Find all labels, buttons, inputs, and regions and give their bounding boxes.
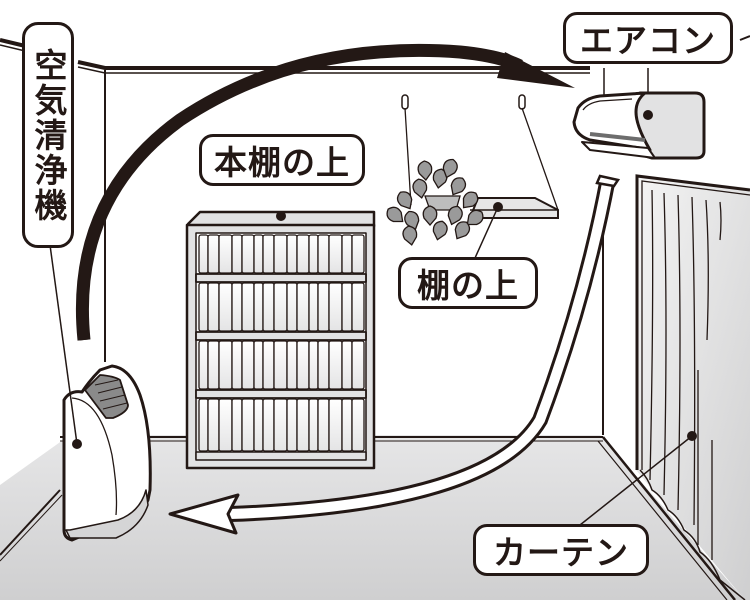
book-spine xyxy=(328,398,343,452)
book-spine xyxy=(328,234,343,274)
label-air-conditioner: エアコン xyxy=(563,12,733,64)
hanging-shelf xyxy=(401,94,559,259)
book-spine xyxy=(351,398,365,452)
plant-leaf xyxy=(442,158,458,179)
bookshelf-top-marker xyxy=(276,211,286,221)
book-spine xyxy=(351,282,365,332)
book-spine xyxy=(317,234,330,274)
book-spine xyxy=(328,340,343,390)
book-spine xyxy=(317,398,330,452)
book-spine xyxy=(241,234,255,274)
book-spine xyxy=(262,234,275,274)
book-spine xyxy=(273,340,288,390)
plant-leaf xyxy=(417,160,433,181)
book-spine xyxy=(273,234,288,274)
air-conditioner xyxy=(572,68,706,160)
book-spine xyxy=(308,398,319,452)
book-spine xyxy=(231,282,243,332)
book-spine xyxy=(253,398,264,452)
book-spine xyxy=(351,234,365,274)
plant-leaf xyxy=(447,205,463,226)
plant-leaf xyxy=(450,177,467,196)
book-spine xyxy=(273,282,288,332)
plant-leaf xyxy=(462,191,479,209)
book-spine xyxy=(198,282,209,332)
plant-leaf xyxy=(396,191,413,210)
air-conditioner-marker xyxy=(643,110,653,120)
bookshelf xyxy=(185,210,376,470)
book-spine xyxy=(241,340,255,390)
book-spine xyxy=(262,340,275,390)
book-spine xyxy=(218,340,233,390)
book-spine xyxy=(218,282,233,332)
book-spine xyxy=(262,398,275,452)
book-spine xyxy=(296,234,310,274)
book-spine xyxy=(351,340,365,390)
plant-leaf xyxy=(402,225,418,246)
book-spine xyxy=(231,234,243,274)
book-spine xyxy=(241,398,255,452)
label-curtain: カーテン xyxy=(473,524,649,576)
book-spine xyxy=(262,282,275,332)
book-spine xyxy=(286,234,298,274)
book-spine xyxy=(308,340,319,390)
book-spine xyxy=(328,282,343,332)
label-shelf-top: 棚の上 xyxy=(398,257,538,309)
book-spine xyxy=(253,282,264,332)
book-spine xyxy=(341,398,353,452)
wall-hook-icon xyxy=(518,94,526,110)
book-spine xyxy=(207,282,220,332)
book-spine xyxy=(317,282,330,332)
book-spine xyxy=(286,398,298,452)
books xyxy=(198,234,365,452)
book-spine xyxy=(296,282,310,332)
curtain xyxy=(579,174,750,600)
book-spine xyxy=(198,340,209,390)
book-spine xyxy=(341,340,353,390)
room-edges xyxy=(0,35,750,600)
air-purifier xyxy=(49,244,152,542)
curved-arrow-right xyxy=(75,43,575,341)
book-spine xyxy=(253,234,264,274)
book-spine xyxy=(207,234,220,274)
book-spine xyxy=(317,340,330,390)
wall-hook-icon xyxy=(401,94,409,110)
book-spine xyxy=(308,282,319,332)
book-spine xyxy=(218,234,233,274)
label-bookshelf-top: 本棚の上 xyxy=(199,134,365,186)
book-spine xyxy=(296,340,310,390)
plant-leaf xyxy=(412,178,428,199)
book-spine xyxy=(273,398,288,452)
book-spine xyxy=(296,398,310,452)
book-spine xyxy=(207,398,220,452)
curved-arrow-left xyxy=(168,174,621,535)
potted-plant-icon xyxy=(386,158,484,246)
book-spine xyxy=(286,340,298,390)
book-spine xyxy=(308,234,319,274)
book-spine xyxy=(253,340,264,390)
plant-leaf xyxy=(432,220,448,241)
plant-leaf xyxy=(386,206,404,223)
book-spine xyxy=(198,398,209,452)
book-spine xyxy=(207,340,220,390)
book-spine xyxy=(198,234,209,274)
book-spine xyxy=(218,398,233,452)
book-spine xyxy=(241,282,255,332)
book-spine xyxy=(341,234,353,274)
book-spine xyxy=(231,398,243,452)
book-spine xyxy=(286,282,298,332)
book-spine xyxy=(341,282,353,332)
book-spine xyxy=(231,340,243,390)
plant-leaf xyxy=(454,221,471,240)
label-air-purifier: 空気清浄機 xyxy=(22,22,74,248)
plant-leaf xyxy=(422,205,438,226)
